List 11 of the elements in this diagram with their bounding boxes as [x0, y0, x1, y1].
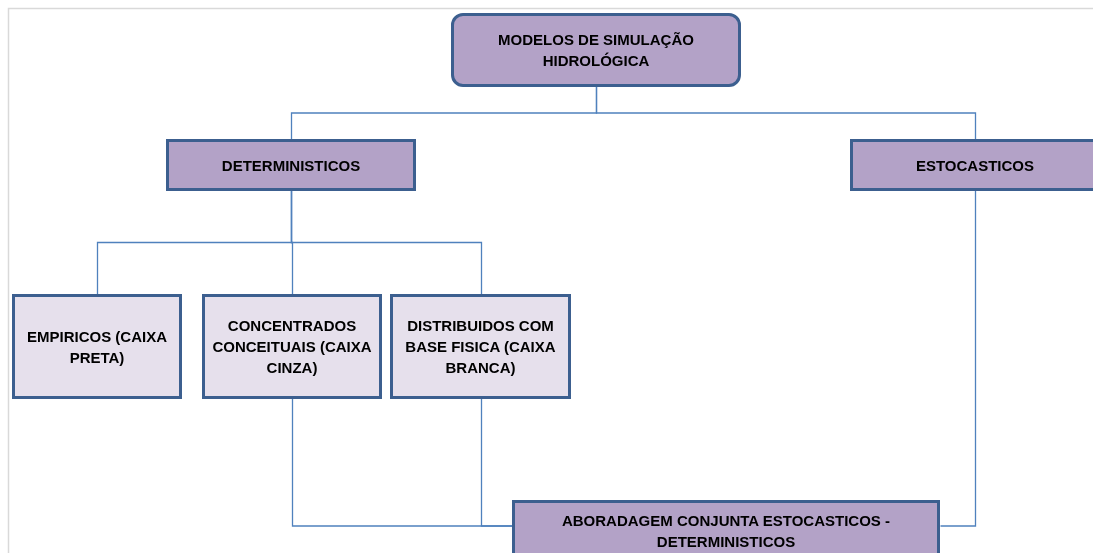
- category-box: ESTOCASTICOS: [850, 139, 1093, 191]
- category-box: EMPIRICOS (CAIXA PRETA): [12, 294, 182, 399]
- connector-line: [939, 190, 977, 527]
- category-box: DETERMINISTICOS: [166, 139, 416, 191]
- category-box: MODELOS DE SIMULAÇÃO HIDROLÓGICA: [451, 13, 741, 87]
- category-box: CONCENTRADOS CONCEITUAIS (CAIXA CINZA): [202, 294, 382, 399]
- connector-line: [595, 86, 977, 140]
- category-box: ABORADAGEM CONJUNTA ESTOCASTICOS - DETERMINISTICOS: [512, 500, 940, 553]
- connector-line: [480, 398, 514, 527]
- category-box: DISTRIBUIDOS COM BASE FISICA (CAIXA BRANCA): [390, 294, 571, 399]
- connector-line: [290, 190, 483, 295]
